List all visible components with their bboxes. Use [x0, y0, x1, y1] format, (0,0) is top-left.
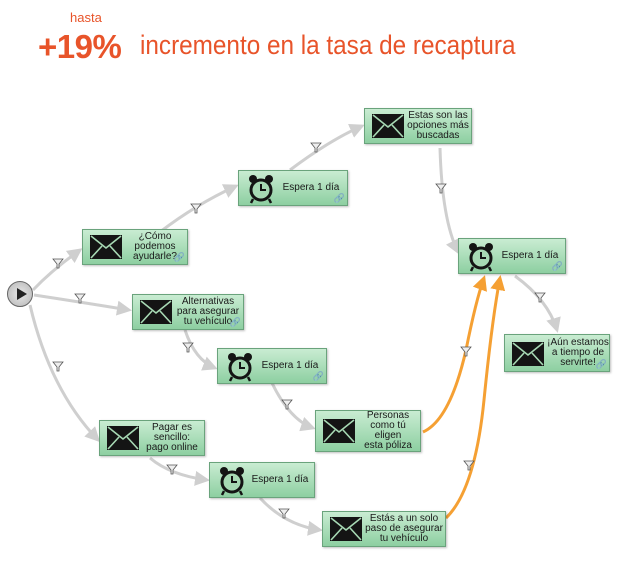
header-title: incremento en la tasa de recaptura	[140, 30, 516, 60]
email-node-label: ¿Cómo podemos ayudarle?	[133, 231, 177, 262]
filter-funnel-icon[interactable]	[435, 183, 447, 194]
envelope-icon	[140, 300, 172, 324]
email-node-label: Pagar es sencillo: pago online	[146, 422, 198, 453]
email-node-pagar-es-sencillo[interactable]: Pagar es sencillo: pago online	[99, 420, 205, 456]
email-node-opciones-mas-buscadas[interactable]: Estas son las opciones más buscadas	[364, 108, 472, 144]
envelope-icon	[323, 419, 355, 443]
header-percent: +19%	[38, 28, 122, 65]
connector-start-email-1	[31, 248, 83, 292]
link-icon: 🔗	[333, 193, 345, 203]
wait-node-1[interactable]: Espera 1 día 🔗	[238, 170, 348, 206]
envelope-icon	[372, 114, 404, 138]
link-icon: 🔗	[595, 359, 607, 369]
wait-node-3[interactable]: Espera 1 día	[209, 462, 315, 498]
email-node-label: ¡Aún estamos a tiempo de servirte!	[547, 337, 609, 368]
alarm-clock-icon	[249, 175, 273, 204]
play-icon	[17, 288, 27, 300]
connector-email-4-wait-4	[438, 147, 460, 255]
envelope-icon	[90, 235, 122, 259]
connector-email-5-wait-4	[422, 275, 487, 434]
wait-node-label: Espera 1 día	[251, 474, 309, 485]
email-node-personas-como-tu[interactable]: Personas como tú eligen esta póliza	[315, 410, 421, 452]
link-icon: 🔗	[312, 371, 324, 381]
link-icon: 🔗	[229, 317, 241, 327]
email-node-label: Estás a un solo paso de asegurar tu vehí…	[365, 513, 443, 544]
alarm-clock-icon	[220, 467, 244, 496]
email-node-label: Estas son las opciones más buscadas	[407, 110, 469, 141]
email-node-un-solo-paso[interactable]: Estás a un solo paso de asegurar tu vehí…	[322, 511, 446, 547]
alarm-clock-icon	[228, 353, 252, 382]
email-node-como-podemos-ayudarle[interactable]: ¿Cómo podemos ayudarle? 🔗	[82, 229, 188, 265]
link-icon: 🔗	[551, 261, 563, 271]
connector-wait-2-email-5	[270, 382, 316, 432]
wait-node-label: Espera 1 día	[261, 360, 319, 371]
connector-email-2-wait-2	[183, 329, 218, 371]
filter-funnel-icon[interactable]	[460, 346, 472, 357]
connector-start-email-3	[28, 304, 101, 443]
filter-funnel-icon[interactable]	[534, 292, 546, 303]
connector-wait-1-email-4	[289, 123, 365, 172]
header-prefix: hasta	[70, 10, 102, 25]
envelope-icon	[107, 426, 139, 450]
envelope-icon	[512, 342, 544, 366]
connector-email-6-wait-4	[444, 275, 506, 520]
connector-wait-3-email-6	[258, 496, 323, 536]
connector-email-3-wait-3	[149, 456, 210, 486]
wait-node-label: Espera 1 día	[282, 182, 340, 193]
email-node-label: Personas como tú eligen esta póliza	[364, 410, 412, 451]
wait-node-2[interactable]: Espera 1 día 🔗	[217, 348, 327, 384]
filter-funnel-icon[interactable]	[52, 361, 64, 372]
link-icon: 🔗	[173, 252, 185, 262]
connector-email-1-wait-1	[159, 184, 239, 234]
envelope-icon	[330, 517, 362, 541]
wait-node-4[interactable]: Espera 1 día 🔗	[458, 238, 566, 274]
start-button[interactable]	[7, 281, 33, 307]
connector-wait-4-email-7	[514, 274, 561, 333]
email-node-label: Alternativas para asegurar tu vehículo	[176, 296, 240, 327]
wait-node-label: Espera 1 día	[501, 250, 559, 261]
alarm-clock-icon	[469, 243, 493, 272]
email-node-aun-estamos-a-tiempo[interactable]: ¡Aún estamos a tiempo de servirte! 🔗	[504, 334, 610, 372]
email-node-alternativas[interactable]: Alternativas para asegurar tu vehículo 🔗	[132, 294, 244, 330]
